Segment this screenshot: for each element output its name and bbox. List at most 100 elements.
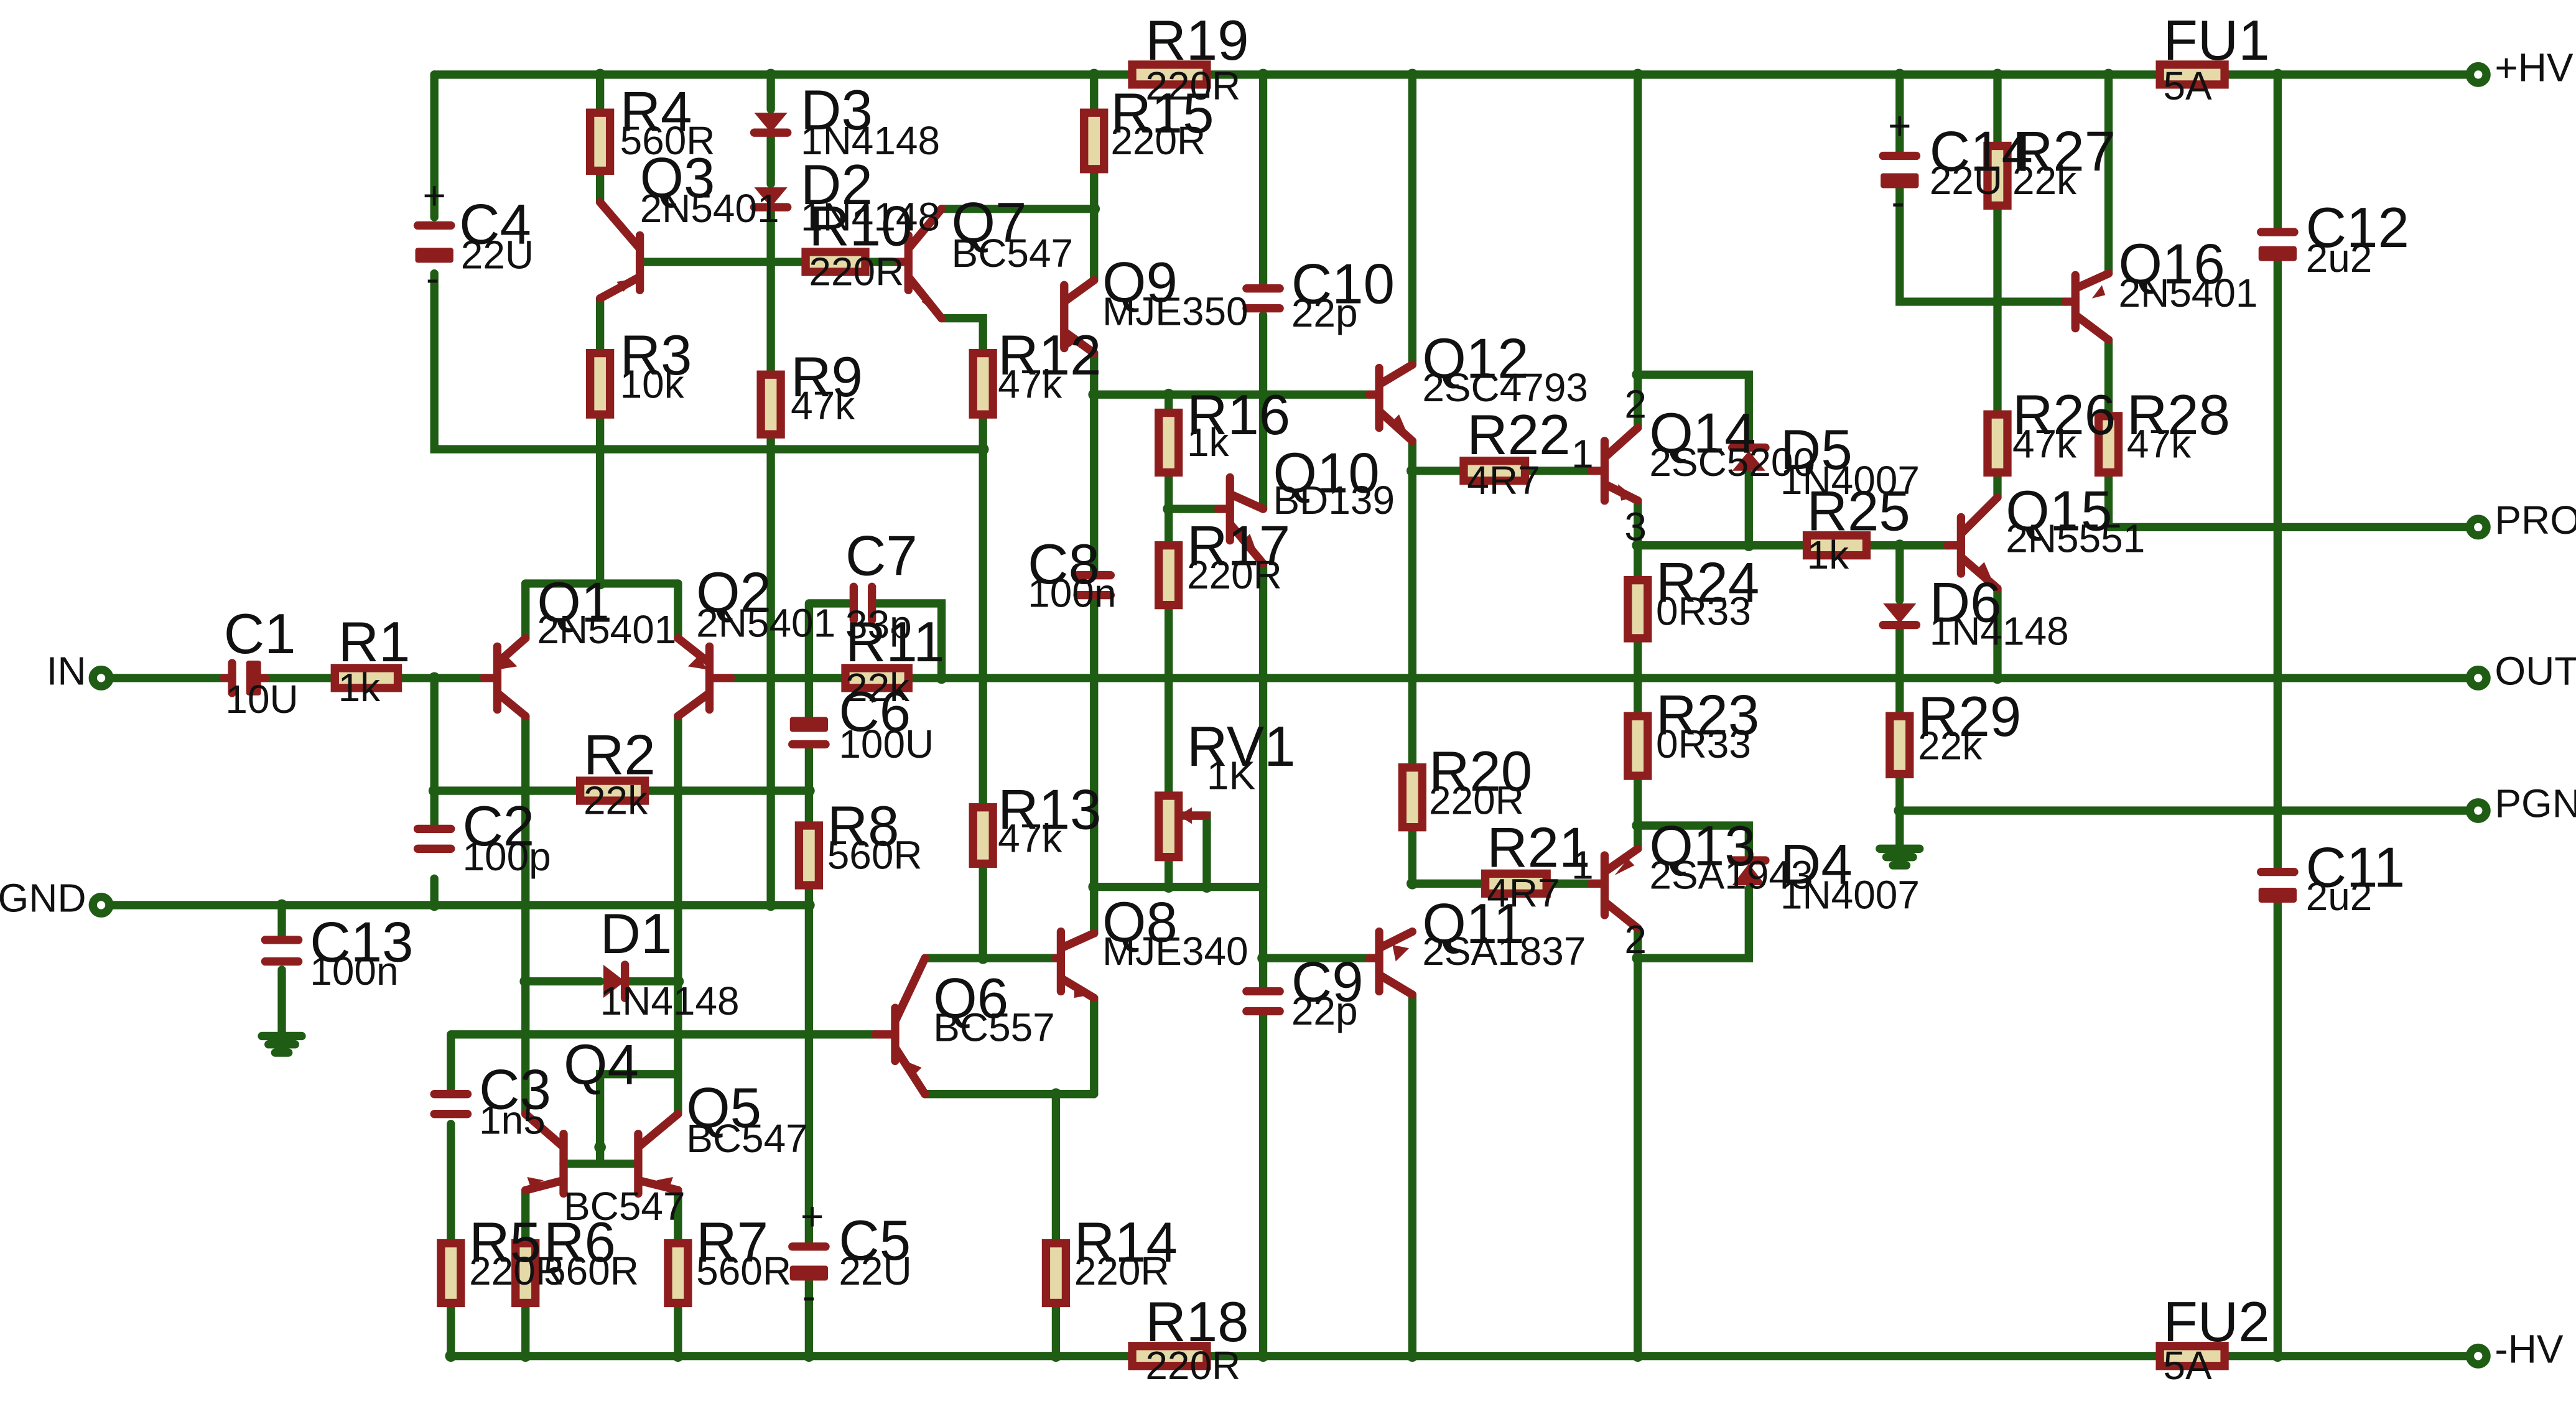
val-c2: 100p [462,834,551,879]
val-c7: 33p [845,602,912,647]
label-sgnd: SGND [0,876,86,921]
val-q5: BC547 [686,1116,808,1161]
transistor-q15 [1943,493,2002,593]
terminal-in [88,665,114,691]
ref-r18: R18 [1145,1291,1248,1354]
ref-r8: R8 [827,795,900,858]
val-r23: 0R33 [1656,722,1751,766]
svg-text:2: 2 [1624,382,1647,427]
transistor-arrows [497,278,2106,1187]
resistor-r18 [1128,1342,1211,1370]
val-r8: 560R [827,832,923,877]
ref-c13: C13 [310,911,413,974]
diode-d1 [603,961,630,1002]
transistor-q12 [1365,360,1417,445]
val-q16: 2N5401 [2119,271,2258,315]
fuse-fu1 [2155,60,2229,89]
resistor-r29 [1886,712,1914,779]
transistor-q13 [1587,844,1642,933]
ref-c3: C3 [479,1059,551,1122]
ref-fu1: FU1 [2163,9,2269,72]
transistor-q11 [1365,927,1417,999]
val-r25: 1k [1807,533,1850,577]
ref-r11: R11 [845,611,944,674]
val-q2: 2N5401 [696,600,835,645]
ref-c10: C10 [1291,253,1395,316]
ref-r13: R13 [998,778,1101,841]
ref-r28: R28 [2127,384,2230,447]
ref-r29: R29 [1918,686,2021,748]
ref-c6: C6 [839,681,911,743]
capacitor-c5 [788,1242,830,1281]
resistor-r8 [794,821,824,890]
diode-d6 [1879,603,1921,630]
rv1-wiper-arrow [1178,807,1192,824]
ref-c1: C1 [224,603,296,666]
ref-r22: R22 [1467,404,1570,467]
resistor-r26 [1983,410,2012,477]
diode-d3 [750,113,792,137]
ref-r10: R10 [809,195,912,258]
ref-c12: C12 [2306,197,2409,259]
val-r5: 220R [469,1249,564,1293]
ref-r3: R3 [620,324,692,387]
transistor-q2 [674,634,735,720]
resistor-r1 [330,664,402,692]
val-r21: 4R7 [1487,871,1560,916]
val-fu2: 5A [2163,1343,2212,1388]
val-r13: 47k [998,816,1062,861]
val-r15: 220R [1110,118,1206,163]
svg-text:1: 1 [1571,431,1594,476]
resistor-r4 [585,108,615,175]
ref-d2: D2 [801,154,873,216]
transistor-q16 [2061,269,2113,344]
resistor-r22 [1459,457,1530,485]
val-q1: 2N5401 [537,607,676,652]
val-c8: 100n [1028,570,1116,615]
ref-r16: R16 [1187,384,1290,447]
resistors [330,60,2229,1370]
terminal-sgnd [88,892,114,918]
val-r28: 47k [2127,421,2192,466]
ref-r14: R14 [1074,1211,1178,1274]
ref-d3: D3 [801,79,873,142]
val-q7: BC547 [952,231,1074,276]
val-c3: 1n5 [479,1098,546,1143]
resistor-r20 [1398,763,1427,832]
diode-d4 [1727,856,1770,885]
val-r3: 10k [620,362,685,407]
val-c12: 2u2 [2306,236,2373,281]
ref-r25: R25 [1807,480,1910,543]
resistor-r16 [1154,408,1183,477]
val-r22: 4R7 [1467,458,1540,503]
resistor-r12 [969,348,997,419]
ref-r6: R6 [544,1211,616,1274]
diode-d2 [750,187,792,212]
resistor-r27 [1983,141,2012,210]
ref-r15: R15 [1110,82,1214,145]
ref-d5: D5 [1780,419,1853,482]
val-d1: 1N4148 [600,979,740,1023]
svg-text:3: 3 [1624,505,1647,549]
terminal-hvp [2465,62,2491,87]
ref-q3: Q3 [640,147,715,210]
capacitor-c12 [2257,228,2299,261]
ref-q14: Q14 [1649,402,1755,465]
transistor-q6 [871,954,929,1099]
resistor-r17 [1154,541,1183,610]
val-c5: 22U [839,1249,911,1293]
svg-text:-: - [802,1273,816,1318]
ref-r21: R21 [1487,817,1590,880]
pin-labels: 1 3 2 1 2 + - + - + - [423,103,1912,1318]
val-r24: 0R33 [1656,589,1751,634]
ref-c14: C14 [1930,120,2033,183]
ref-r19: R19 [1145,9,1248,72]
terminal-pgnd [2465,798,2491,824]
diodes [603,113,1921,1002]
val-r7: 560R [696,1249,791,1293]
resistor-r25 [1802,531,1871,560]
resistor-r10 [801,248,870,276]
svg-text:2: 2 [1624,917,1647,962]
transistor-q7 [894,205,946,323]
